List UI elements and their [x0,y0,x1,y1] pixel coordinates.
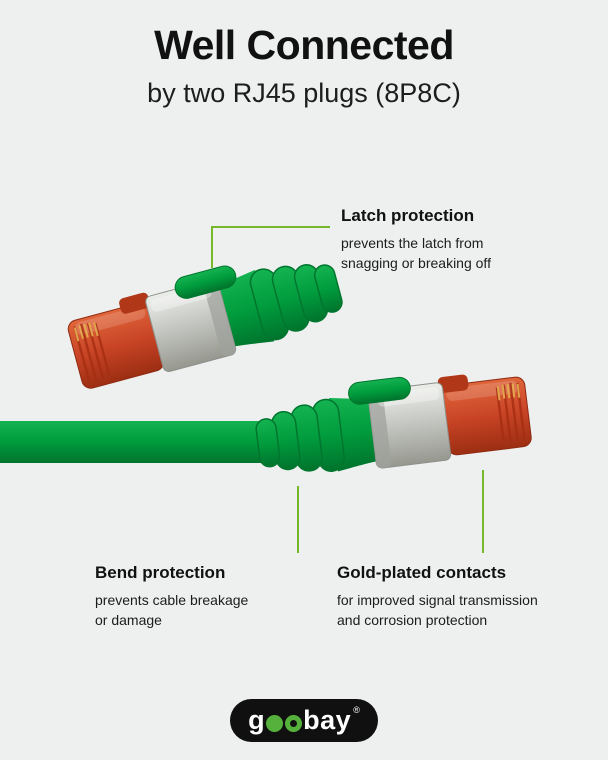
callout-bend-body: prevents cable breakage or damage [95,592,249,629]
logo-registered-mark: ® [353,705,360,715]
callout-latch-body: prevents the latch from snagging or brea… [341,235,491,272]
page-subtitle: by two RJ45 plugs (8P8C) [147,78,461,108]
callout-gold-contacts: Gold-plated contacts for improved signal… [337,563,538,631]
callout-line-latch [211,226,330,268]
page-title: Well Connected [154,22,454,68]
logo-o-circle-solid [266,715,284,732]
callout-bend-protection: Bend protection prevents cable breakage … [95,563,248,631]
cable-connector-left [61,237,350,396]
callout-gold-title: Gold-plated contacts [337,563,507,582]
callout-latch-protection: Latch protection prevents the latch from… [341,206,491,274]
logo-text-bay: bay [303,705,352,735]
cable-connector-right [250,360,534,484]
callout-latch-title: Latch protection [341,206,475,225]
callout-bend-title: Bend protection [95,563,226,582]
callout-gold-body: for improved signal transmission and cor… [337,592,538,629]
logo-o-circle-ring [285,715,303,732]
goobay-logo: g bay ® [230,699,378,742]
logo-text-g: g [248,705,266,735]
cable [0,421,272,463]
